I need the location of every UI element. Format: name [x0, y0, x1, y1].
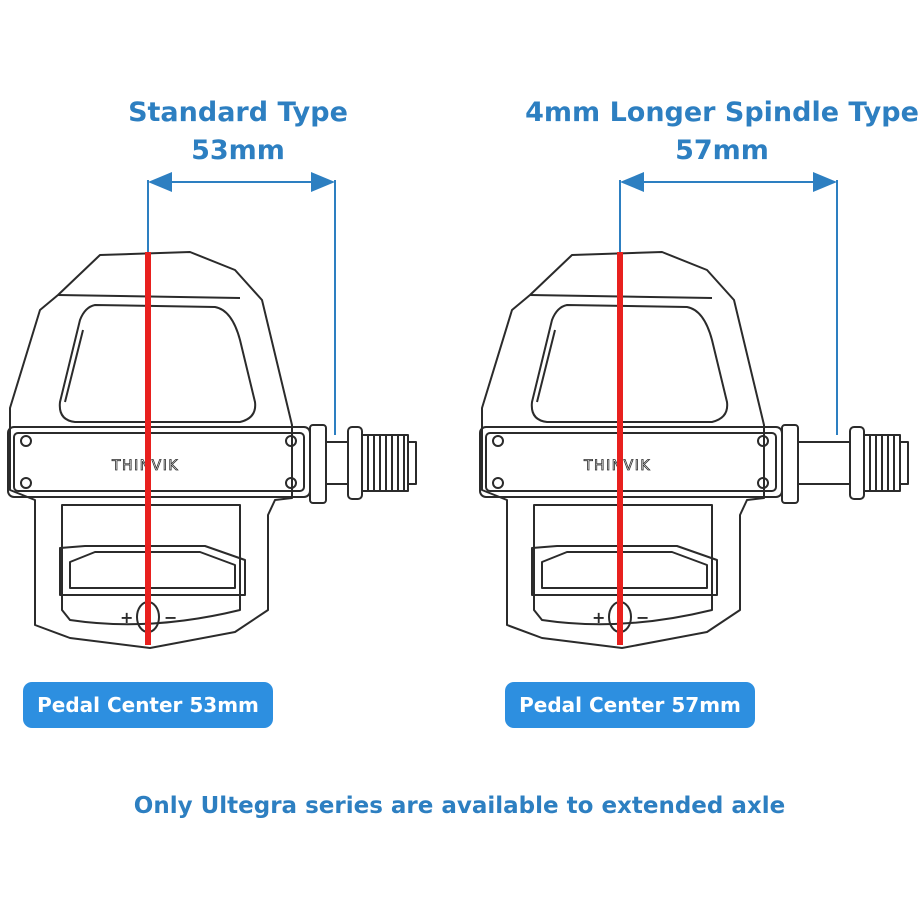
standard-type-title: Standard Type 53mm [108, 94, 368, 170]
screw-icon [20, 477, 32, 489]
tension-plus-sign: + [592, 608, 605, 627]
pedal-inner-window-edge [64, 329, 84, 403]
standard-type-title-line2: 53mm [191, 135, 285, 166]
screw-icon [492, 435, 504, 447]
longer-spindle-title-line2: 57mm [675, 135, 769, 166]
screw-icon [492, 477, 504, 489]
spindle-thread-lines [367, 435, 405, 491]
longer-spindle-pedal-diagram: THINVIK + − [479, 172, 909, 649]
brand-logo: THINVIK [583, 458, 651, 474]
spindle-shaft [797, 441, 851, 485]
pedal-inner-window [58, 304, 257, 423]
cleat-plate-inner [485, 432, 777, 492]
longer-spindle-title-line1: 4mm Longer Spindle Type [525, 97, 919, 128]
spindle-nut [849, 426, 865, 500]
pedal-lower-cage [533, 504, 713, 626]
tension-pad [59, 545, 246, 596]
pedal-body-outline [481, 251, 765, 649]
tension-plus-sign: + [120, 608, 133, 627]
tension-pad-inner [541, 551, 708, 589]
tension-minus-sign: − [636, 608, 649, 627]
spindle-nut [347, 426, 363, 500]
tension-minus-sign: − [164, 608, 177, 627]
tension-pad-inner [69, 551, 236, 589]
spindle-collar [781, 424, 799, 504]
screw-icon [20, 435, 32, 447]
longer-pedal-center-badge: Pedal Center 57mm [505, 682, 755, 728]
pedal-center-line [145, 252, 151, 645]
standard-type-title-line1: Standard Type [128, 97, 348, 128]
spindle-end [407, 441, 417, 485]
screw-icon [285, 477, 297, 489]
tension-pad [531, 545, 718, 596]
cleat-plate-inner [13, 432, 305, 492]
pedal-lower-cage [61, 504, 241, 626]
compatibility-note: Only Ultegra series are available to ext… [133, 793, 786, 819]
standard-pedal-diagram: THINVIK + − [7, 172, 417, 649]
pedal-body-outline [9, 251, 293, 649]
spindle-shaft [325, 441, 349, 485]
pedal-inner-window [530, 304, 729, 423]
spindle-thread-lines [869, 435, 895, 491]
brand-logo: THINVIK [111, 458, 179, 474]
longer-spindle-title: 4mm Longer Spindle Type 57mm [522, 94, 919, 170]
screw-icon [757, 477, 769, 489]
screw-icon [285, 435, 297, 447]
pedal-center-line [617, 252, 623, 645]
pedal-inner-window-edge [536, 329, 556, 403]
screw-icon [757, 435, 769, 447]
spindle-collar [309, 424, 327, 504]
spindle-end [899, 441, 909, 485]
standard-pedal-center-badge: Pedal Center 53mm [23, 682, 273, 728]
